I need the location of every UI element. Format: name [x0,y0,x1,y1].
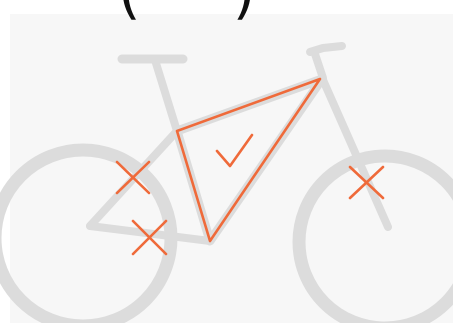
check-icon [217,135,252,166]
stem [315,54,323,78]
front-wheel [299,156,453,323]
seat-post [155,60,177,131]
